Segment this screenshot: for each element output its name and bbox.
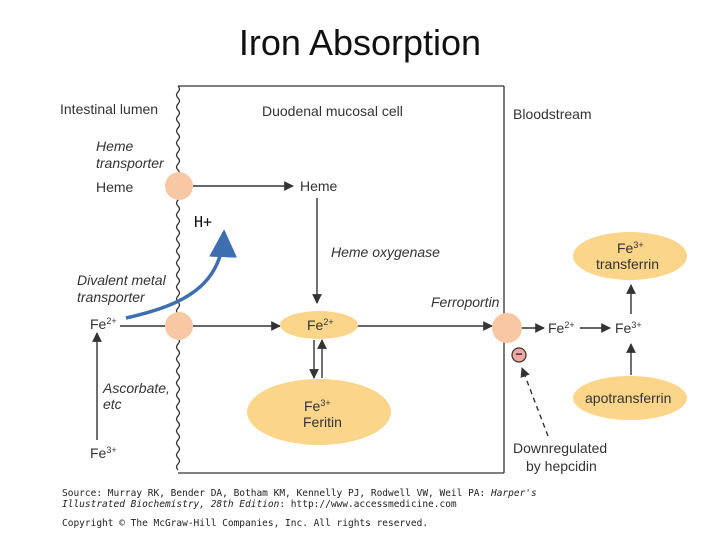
transferrin-ellipse: [573, 232, 687, 280]
ferritin-fe3-label: Fe3+: [304, 398, 331, 414]
fe2-blood-base: Fe: [548, 320, 565, 336]
lumen-label: Intestinal lumen: [60, 101, 159, 117]
ferroportin-label: Ferroportin: [431, 294, 500, 310]
hepcidin-arrow: [520, 367, 549, 437]
fe3-blood-base: Fe: [615, 320, 632, 336]
heme-lumen-label: Heme: [96, 179, 134, 195]
source-line-2: Illustrated Biochemistry, 28th Edition: …: [62, 499, 457, 510]
fe2-lumen-label: Fe2+: [90, 316, 117, 332]
source-authors: Source: Murray RK, Bender DA, Botham KM,…: [62, 488, 491, 499]
apotransferrin-ellipse: [573, 376, 687, 420]
transferrin-fe3-base: Fe: [617, 240, 634, 256]
mucosal-cell-label: Duodenal mucosal cell: [262, 103, 403, 119]
heme-transporter-label-1: Heme: [96, 138, 134, 154]
hepcidin-label-2: by hepcidin: [526, 458, 597, 474]
dmt1-circle: [165, 312, 193, 340]
ferritin-ellipse: [247, 379, 391, 445]
heme-transporter-label-2: transporter: [96, 155, 164, 171]
ferritin-fe3-base: Fe: [304, 398, 321, 414]
source-line-1: Source: Murray RK, Bender DA, Botham KM,…: [62, 488, 537, 499]
copyright-line: Copyright © The McGraw-Hill Companies, I…: [62, 518, 429, 529]
transferrin-fe3-label: Fe3+: [617, 240, 644, 256]
dmt1-label-1: Divalent metal: [77, 272, 166, 288]
ascorbate-label-2: etc: [103, 396, 122, 412]
bloodstream-label: Bloodstream: [513, 106, 592, 122]
heme-oxygenase-label: Heme oxygenase: [331, 244, 440, 260]
ferritin-label: Feritin: [303, 414, 342, 430]
heme-transporter-circle: [165, 172, 193, 200]
fe2-lumen-charge: 2+: [106, 316, 117, 326]
ferritin-fe3-charge: 3+: [320, 398, 331, 408]
ferroportin-circle: [492, 313, 522, 343]
heme-cell-label: Heme: [300, 178, 338, 194]
proton-arrow: [125, 229, 238, 320]
fe3-blood-charge: 3+: [631, 320, 642, 330]
fe3-lumen-base: Fe: [90, 445, 107, 461]
fe2-cytosol-label: Fe2+: [307, 317, 334, 333]
fe2-blood-label: Fe2+: [548, 320, 575, 336]
dmt1-label-2: transporter: [77, 289, 145, 305]
ascorbate-label-1: Ascorbate,: [103, 380, 170, 396]
fe2-blood-charge: 2+: [564, 320, 575, 330]
fe2-cytosol-charge: 2+: [323, 317, 334, 327]
page-title: Iron Absorption: [238, 22, 482, 63]
fe3-blood-label: Fe3+: [615, 320, 642, 336]
source-url: : http://www.accessmedicine.com: [279, 499, 457, 510]
fe3-lumen-label: Fe3+: [90, 445, 117, 461]
apical-membrane: [175, 85, 181, 471]
hepcidin-minus-sign: −: [515, 347, 523, 361]
fe2-lumen-base: Fe: [90, 316, 107, 332]
fe2-cytosol-ellipse: [280, 311, 358, 339]
fe2-cytosol-base: Fe: [307, 317, 324, 333]
transferrin-fe3-charge: 3+: [633, 240, 644, 250]
proton-label: H+: [194, 213, 213, 231]
apotransferrin-label: apotransferrin: [585, 390, 672, 406]
transferrin-label: transferrin: [596, 256, 660, 272]
fe3-lumen-charge: 3+: [106, 445, 117, 455]
source-book: Harper's: [490, 488, 537, 499]
source-edition: Illustrated Biochemistry, 28th Edition: [62, 499, 280, 510]
hepcidin-label-1: Downregulated: [513, 440, 608, 456]
hepcidin-minus-circle: [511, 347, 527, 363]
